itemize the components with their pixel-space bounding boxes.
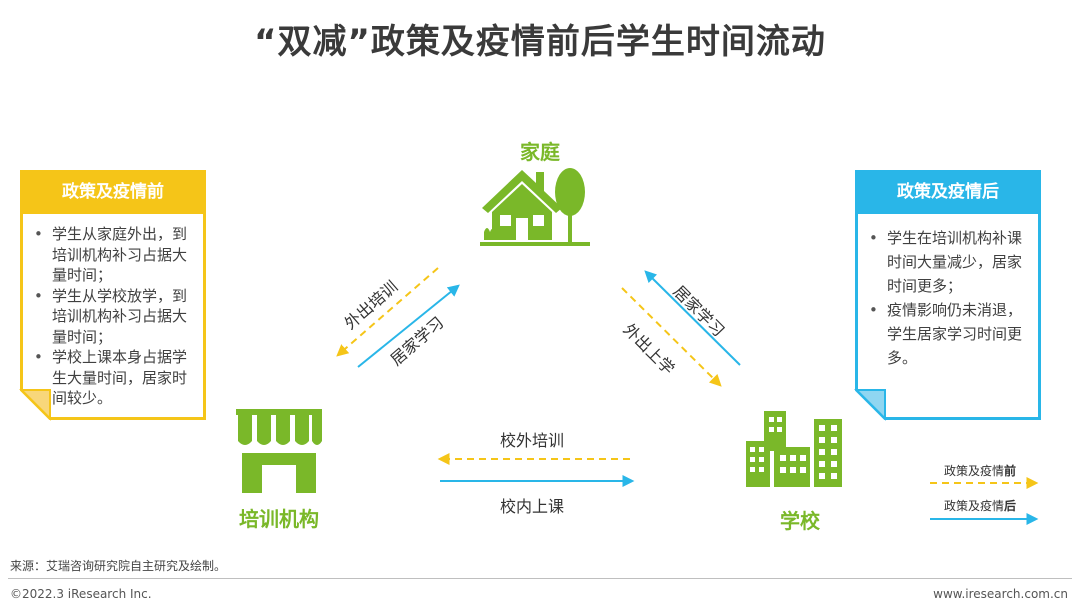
legend-after-prefix: 政策及疫情	[944, 499, 1005, 513]
legend-after-suffix: 后	[1004, 499, 1017, 513]
school-label: 学校	[780, 509, 820, 533]
copyright-text: ©2022.3 iResearch Inc.	[10, 587, 152, 601]
before-panel-list: 学生从家庭外出，到培训机构补习占据大量时间； 学生从学校放学，到培训机构补习占据…	[32, 224, 198, 409]
legend-before-prefix: 政策及疫情	[944, 464, 1005, 478]
list-item: 学生从学校放学，到培训机构补习占据大量时间；	[32, 286, 198, 348]
before-panel: 政策及疫情前 学生从家庭外出，到培训机构补习占据大量时间； 学生从学校放学，到培…	[19, 170, 206, 421]
arrow-home-to-school-before	[621, 287, 722, 387]
arrow-home-to-training-before	[336, 267, 439, 357]
legend-before-suffix: 前	[1004, 464, 1017, 478]
list-item: 学生在培训机构补课时间大量减少，居家时间更多；	[867, 226, 1033, 298]
house-icon	[480, 168, 590, 246]
flow-label-school-training-before: 校外培训	[500, 431, 565, 450]
after-panel-header: 政策及疫情后	[897, 182, 999, 202]
source-note: 来源：艾瑞咨询研究院自主研究及绘制。	[10, 559, 227, 573]
home-label: 家庭	[520, 140, 560, 164]
after-panel-list: 学生在培训机构补课时间大量减少，居家时间更多； 疫情影响仍未消退，学生居家学习时…	[867, 226, 1033, 370]
list-item: 学生从家庭外出，到培训机构补习占据大量时间；	[32, 224, 198, 286]
arrow-school-to-home-after	[644, 270, 741, 366]
website-link[interactable]: www.iresearch.com.cn	[933, 587, 1068, 601]
training-label: 培训机构	[239, 507, 319, 531]
list-item: 疫情影响仍未消退，学生居家学习时间更多。	[867, 298, 1033, 370]
page-title: “双减”政策及疫情前后学生时间流动	[254, 22, 826, 62]
legend-before-label: 政策及疫情前	[944, 462, 1016, 479]
flow-label-school-training-after: 校内上课	[500, 497, 565, 516]
legend-after-label: 政策及疫情后	[944, 497, 1016, 514]
shop-icon	[236, 409, 322, 493]
before-panel-header: 政策及疫情前	[62, 182, 164, 202]
arrow-training-to-home-after	[357, 284, 460, 368]
after-panel: 政策及疫情后 学生在培训机构补课时间大量减少，居家时间更多； 疫情影响仍未消退，…	[854, 170, 1041, 421]
school-buildings-icon	[746, 411, 842, 487]
list-item: 学校上课本身占据学生大量时间，居家时间较少。	[32, 347, 198, 409]
footer-divider	[8, 578, 1072, 579]
